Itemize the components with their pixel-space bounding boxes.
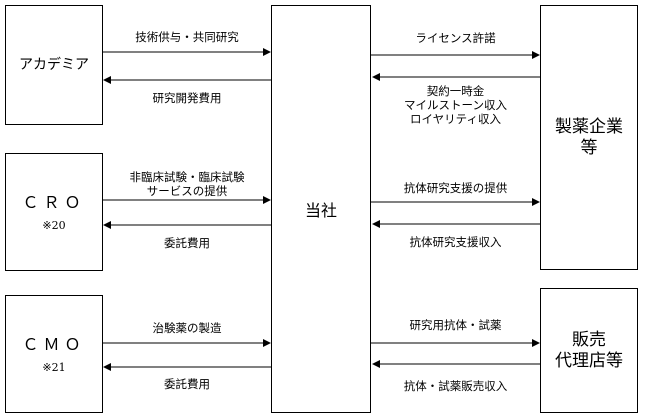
box-cro: ＣＲＯ ※20 xyxy=(5,153,103,271)
label-company-to-distributor: 研究用抗体・試薬 xyxy=(371,318,540,332)
cmo-note: ※21 xyxy=(42,360,66,374)
cro-note: ※20 xyxy=(42,218,66,232)
label-cro-to-company-line2: サービスの提供 xyxy=(146,184,228,198)
label-pharma-to-company: 契約一時金 マイルストーン収入 ロイヤリティ収入 xyxy=(371,84,540,126)
academia-label: アカデミア xyxy=(19,57,89,73)
label-company-to-academia-text: 研究開発費用 xyxy=(152,91,222,105)
cmo-label: ＣＭＯ xyxy=(22,334,86,354)
label-academia-to-company: 技術供与・共同研究 xyxy=(103,30,271,44)
label-company-to-pharma-license-text: ライセンス許諾 xyxy=(415,31,496,45)
pharma-label-line1: 製薬企業 xyxy=(555,116,623,137)
label-pharma-to-company-line2: マイルストーン収入 xyxy=(404,98,507,112)
label-cro-to-company: 非臨床試験・臨床試験 サービスの提供 xyxy=(103,170,271,198)
label-company-to-cro: 委託費用 xyxy=(103,236,271,250)
label-company-to-academia: 研究開発費用 xyxy=(103,91,271,105)
pharma-label-line2: 等 xyxy=(580,137,598,158)
label-pharma-to-company-support-text: 抗体研究支援収入 xyxy=(409,235,502,249)
company-label: 当社 xyxy=(304,201,337,220)
label-company-to-cmo: 委託費用 xyxy=(103,377,271,391)
label-cro-to-company-line1: 非臨床試験・臨床試験 xyxy=(129,170,245,184)
label-company-to-pharma-license: ライセンス許諾 xyxy=(371,31,540,45)
box-pharma: 製薬企業 等 xyxy=(540,5,638,270)
box-company: 当社 xyxy=(271,5,371,413)
box-cmo: ＣＭＯ ※21 xyxy=(5,295,103,413)
label-pharma-to-company-line3: ロイヤリティ収入 xyxy=(410,112,501,126)
label-company-to-pharma-support-text: 抗体研究支援の提供 xyxy=(403,181,508,195)
cro-label: ＣＲＯ xyxy=(22,192,86,212)
label-pharma-to-company-support: 抗体研究支援収入 xyxy=(371,235,540,249)
label-cmo-to-company-text: 治験薬の製造 xyxy=(152,321,222,335)
label-cmo-to-company: 治験薬の製造 xyxy=(103,321,271,335)
label-company-to-pharma-support: 抗体研究支援の提供 xyxy=(371,181,540,195)
distributor-label-line1: 販売 xyxy=(572,329,606,350)
label-distributor-to-company: 抗体・試薬販売収入 xyxy=(371,379,540,393)
distributor-label-line2: 代理店等 xyxy=(555,350,623,371)
label-distributor-to-company-text: 抗体・試薬販売収入 xyxy=(403,379,508,393)
box-distributor: 販売 代理店等 xyxy=(540,288,638,413)
label-company-to-cro-text: 委託費用 xyxy=(164,236,210,250)
label-company-to-distributor-text: 研究用抗体・試薬 xyxy=(409,318,502,332)
label-academia-to-company-text: 技術供与・共同研究 xyxy=(135,30,239,44)
label-company-to-cmo-text: 委託費用 xyxy=(164,377,210,391)
label-pharma-to-company-line1: 契約一時金 xyxy=(426,84,485,98)
box-academia: アカデミア xyxy=(5,5,103,125)
